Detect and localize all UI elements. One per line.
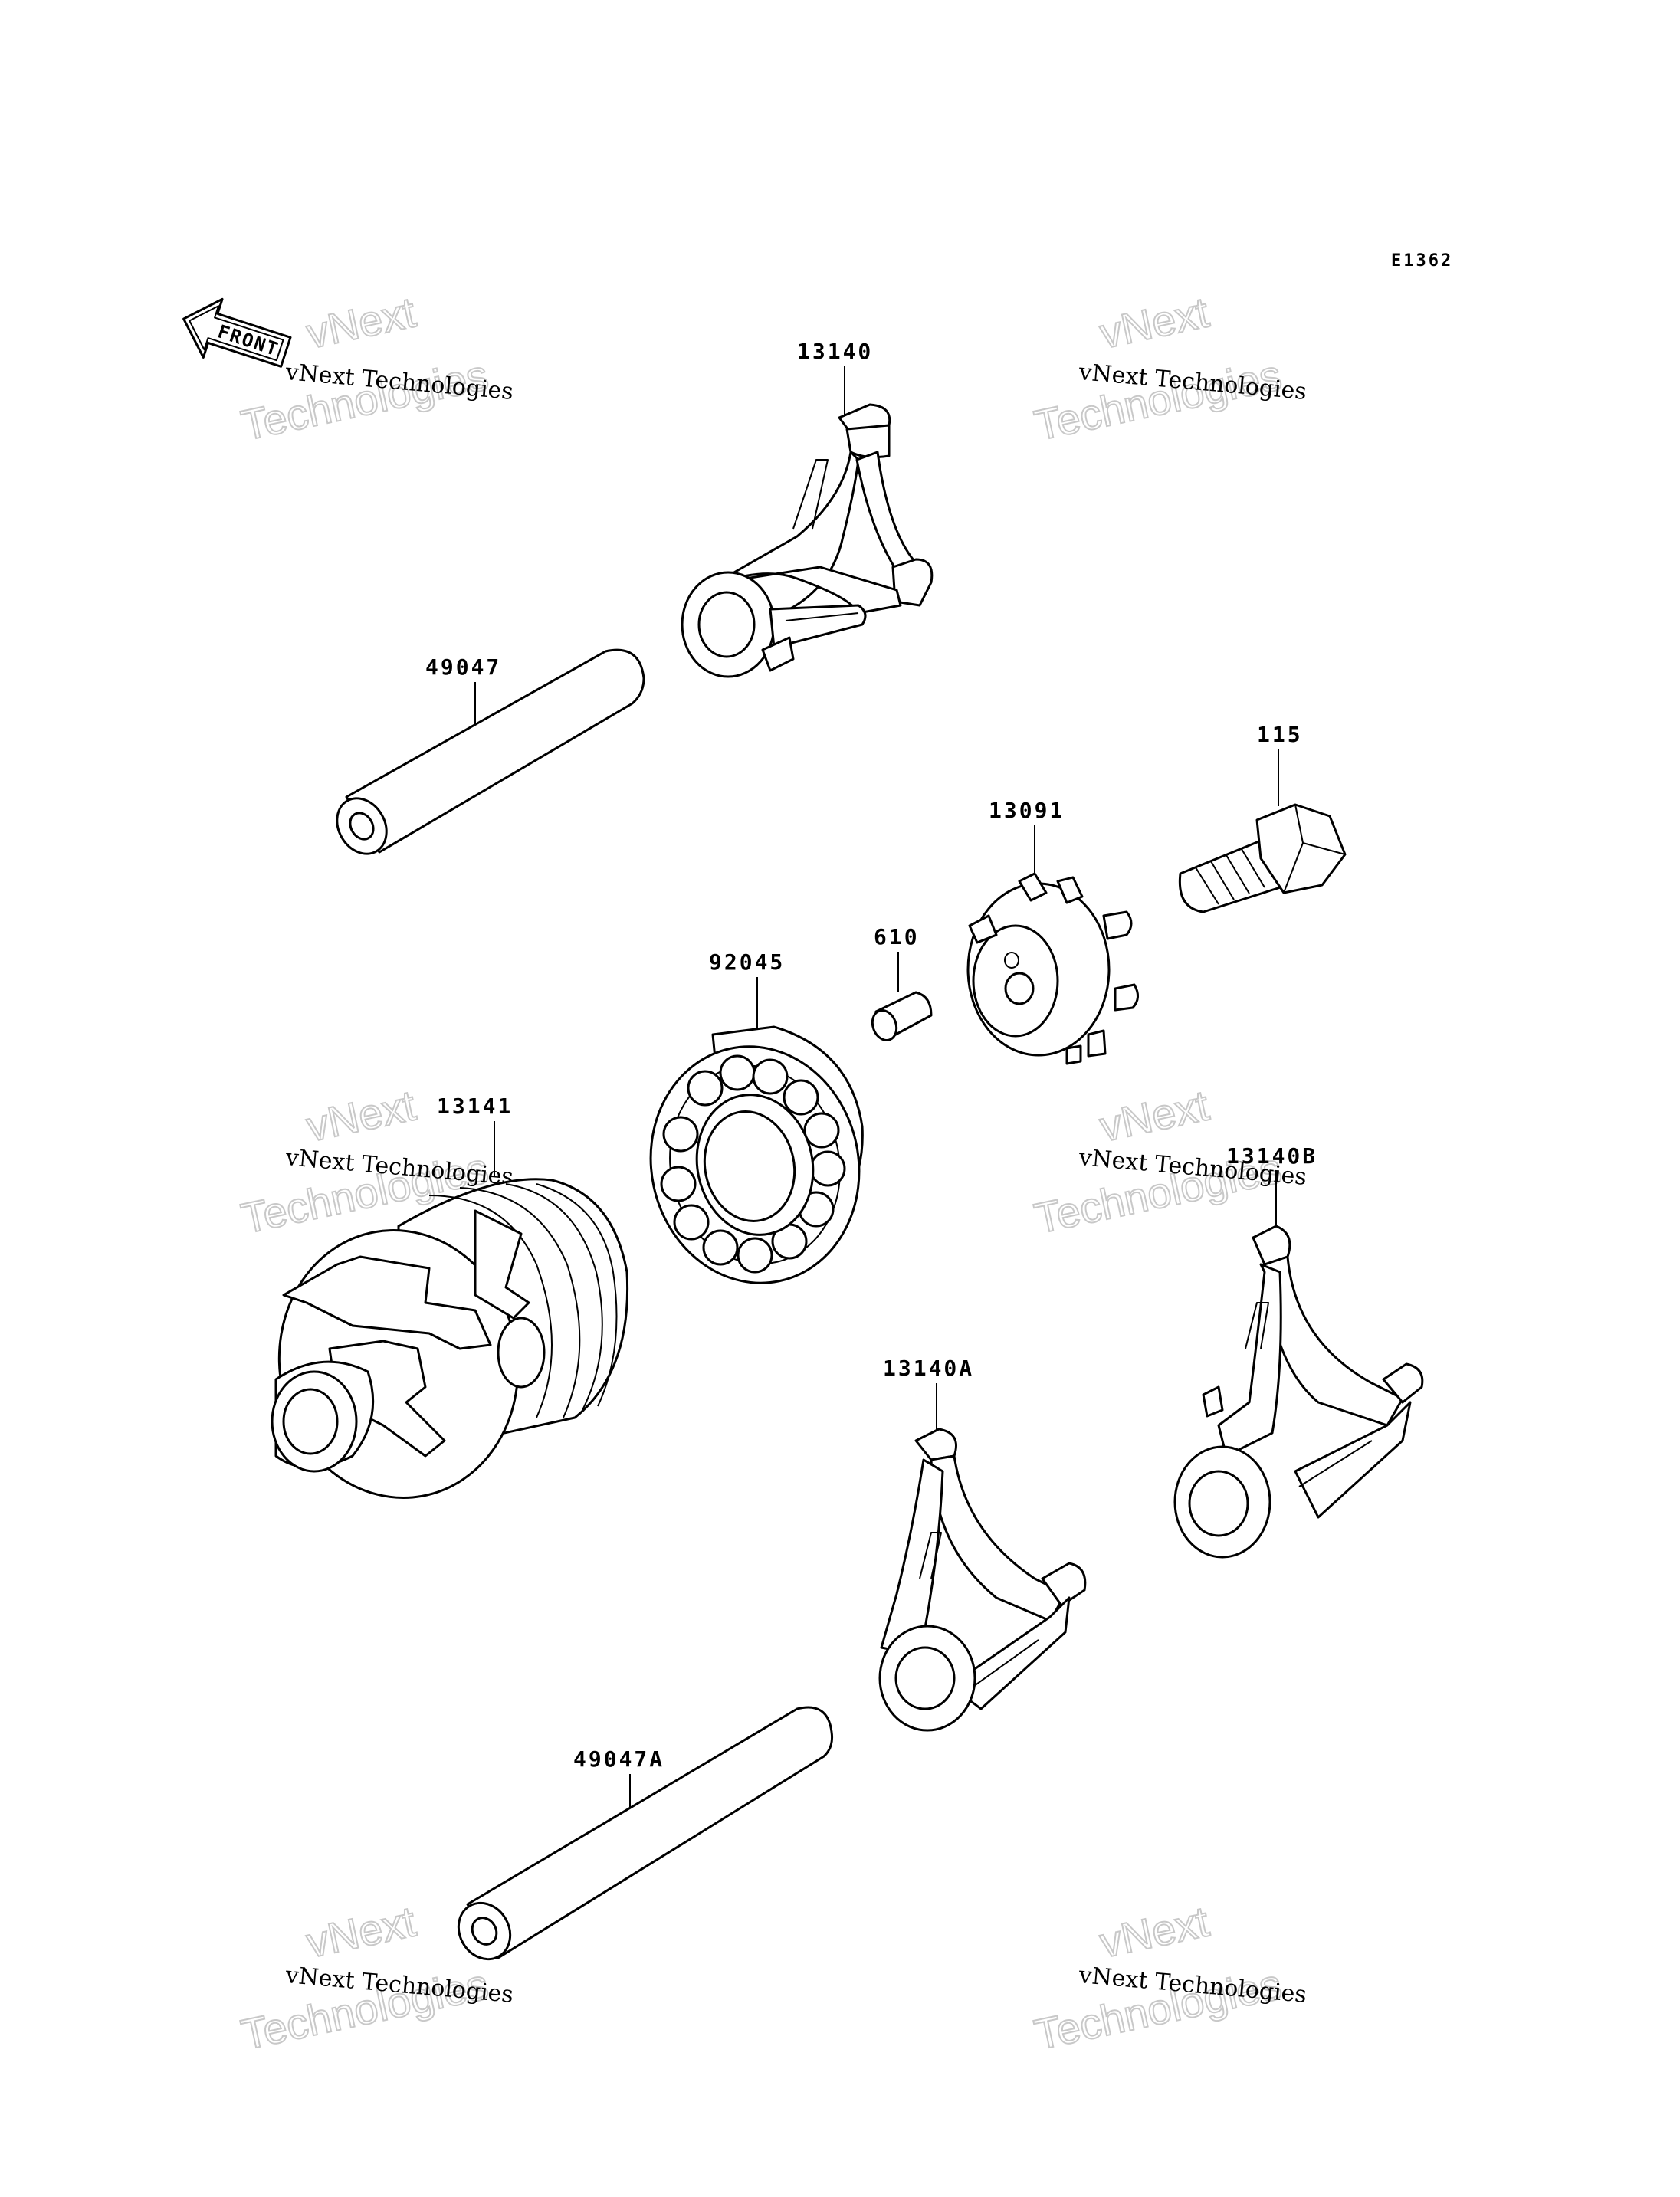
part-13140B: 13140B <box>1173 1143 1424 1559</box>
svg-text:vNext: vNext <box>1095 1897 1213 1966</box>
shaft-49047-shape <box>336 648 645 855</box>
svg-text:vNext: vNext <box>302 1080 420 1150</box>
diagram-code: E1362 <box>1391 251 1453 271</box>
label-13091: 13091 <box>989 798 1065 823</box>
label-92045: 92045 <box>709 949 785 975</box>
bearing-balls <box>660 1054 846 1274</box>
pin-610-shape <box>871 991 933 1041</box>
part-13091: 13091 <box>966 798 1139 1065</box>
bolt-115-shape <box>1178 803 1347 913</box>
ball-bearing-92045-shape <box>649 1025 864 1284</box>
watermark-bottom-right: vNext Technologies vNext Technologies <box>1029 1896 1308 2059</box>
label-610: 610 <box>874 924 920 949</box>
svg-text:vNext: vNext <box>1095 1080 1213 1150</box>
label-13141: 13141 <box>437 1094 513 1119</box>
shift-fork-13140A-shape <box>878 1428 1087 1732</box>
svg-text:vNext: vNext <box>302 287 420 357</box>
svg-text:vNext: vNext <box>302 1897 420 1966</box>
shift-fork-13140-shape <box>681 403 934 678</box>
label-49047A: 49047A <box>573 1746 664 1772</box>
part-13140: 13140 <box>681 339 934 678</box>
part-13141: 13141 <box>271 1094 629 1499</box>
label-13140B: 13140B <box>1226 1143 1317 1169</box>
part-49047A: 49047A <box>457 1706 833 1961</box>
front-arrow-icon: FRONT <box>182 297 292 368</box>
svg-text:vNext: vNext <box>1095 287 1213 357</box>
part-115: 115 <box>1178 722 1347 913</box>
shift-drum-cam-13091-shape <box>966 872 1139 1065</box>
label-115: 115 <box>1257 722 1303 747</box>
label-49047: 49047 <box>425 654 501 680</box>
label-13140A: 13140A <box>883 1356 974 1381</box>
watermark-top-right: vNext Technologies vNext Technologies <box>1029 287 1308 450</box>
part-49047: 49047 <box>336 648 645 855</box>
shift-drum-13141-shape <box>271 1178 629 1499</box>
label-13140: 13140 <box>797 339 873 364</box>
shift-fork-13140B-shape <box>1173 1225 1424 1559</box>
shaft-49047A-shape <box>457 1706 833 1961</box>
watermark-top-left: vNext Technologies vNext Technologies <box>236 287 514 450</box>
part-92045: 92045 <box>649 949 864 1284</box>
part-610: 610 <box>871 924 933 1041</box>
part-13140A: 13140A <box>878 1356 1087 1732</box>
